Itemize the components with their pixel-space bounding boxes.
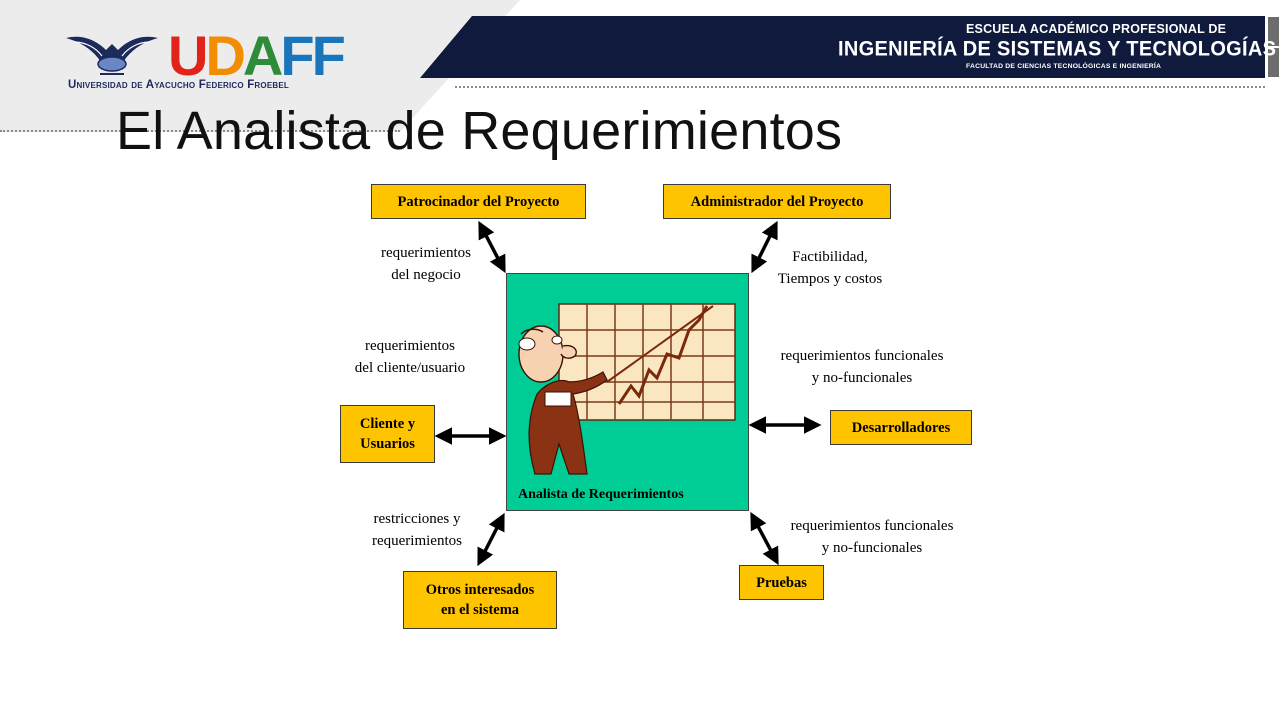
logo-letter: F [280,24,314,87]
analyst-label: Analista de Requerimientos [518,487,684,502]
edge-label-cliente-usuario: requerimientos del cliente/usuario [354,338,466,376]
school-line-3: FACULTAD DE CIENCIAS TECNOLÓGICAS E INGE… [966,63,1162,70]
node-patrocinador: Patrocinador del Proyecto [371,184,586,219]
edge-label-funcionales-pruebas: requerimientos funcionales y no-funciona… [790,518,954,556]
node-cliente: Cliente y Usuarios [340,405,435,463]
logo-letter: D [205,24,245,87]
node-administrador: Administrador del Proyecto [663,184,891,219]
dotted-divider-left [0,130,400,132]
edge-label-negocio: requerimientos del negocio [381,245,471,283]
edge-label-funcionales-dev: requerimientos funcionales y no-funciona… [780,348,944,386]
slide-title: El Analista de Requerimientos [116,101,843,161]
university-name: Universidad de Ayacucho Federico Froebel [68,79,289,91]
logo-letter: A [242,24,283,87]
edge-label-factibilidad: Factibilidad, Tiempos y costos [777,249,883,287]
eagle-logo-icon [66,36,158,75]
school-line-2: INGENIERÍA DE SISTEMAS Y TECNOLOGÍAS [838,37,1277,61]
school-line-1: ESCUELA ACADÉMICO PROFESIONAL DE [966,22,1227,36]
node-desarrolladores: Desarrolladores [830,410,972,445]
arrow-otros [477,512,505,567]
logo-letter: U [168,24,208,87]
school-banner [420,16,1265,78]
logo-letter: F [311,24,346,87]
edge-label-restricciones: restricciones y requerimientos [372,511,462,549]
dotted-divider-right [455,86,1265,88]
udaff-logo: UDAFF [168,24,346,87]
node-pruebas: Pruebas [739,565,824,600]
analyst-illustration-icon [518,303,736,475]
node-otros: Otros interesados en el sistema [403,571,557,629]
